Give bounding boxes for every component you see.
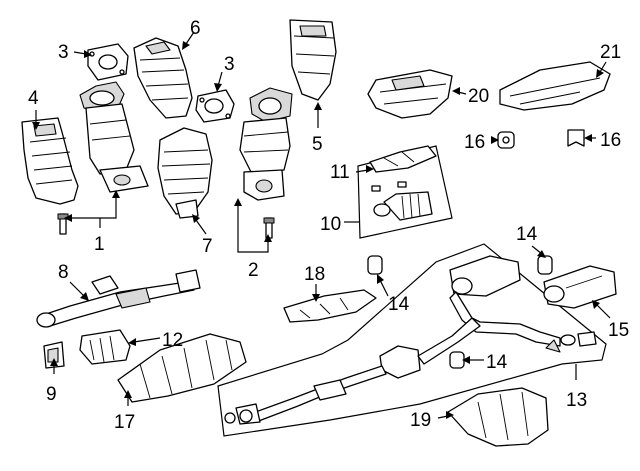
- part-14-hanger-a: [367, 255, 383, 275]
- callout-13: 13: [566, 390, 587, 411]
- part-16-hanger-right: [567, 129, 585, 147]
- part-19-rear-heat-shield: [447, 387, 549, 447]
- part-4-heat-shield: [21, 117, 79, 205]
- part-20-heat-shield: [367, 69, 453, 119]
- part-15-rear-muffler: [543, 265, 617, 309]
- part-21-heat-shield: [499, 61, 611, 111]
- part-6-upper-heat-shield: [133, 37, 193, 119]
- part-3-gasket-lower: [195, 89, 235, 123]
- callout-21: 21: [600, 42, 621, 63]
- part-13-group-frame: [217, 243, 607, 437]
- callout-17: 17: [114, 412, 135, 433]
- callout-9: 9: [46, 384, 57, 405]
- callout-4: 4: [28, 88, 39, 109]
- callout-3a: 3: [58, 42, 69, 63]
- callout-16a: 16: [464, 132, 485, 153]
- callout-2: 2: [248, 260, 259, 281]
- callout-20: 20: [468, 86, 489, 107]
- callout-6: 6: [190, 18, 201, 39]
- part-9-bracket: [43, 341, 65, 369]
- callout-labels: 1 2 3 3 4 5 6 7 8 9 10 11 12 13 14 14 14…: [28, 18, 629, 433]
- callout-15: 15: [608, 320, 629, 341]
- callout-11: 11: [330, 162, 350, 183]
- part-10-flex-pipe: [371, 181, 433, 221]
- callout-3b: 3: [224, 54, 235, 75]
- part-13-resonator-muffler: [224, 255, 597, 425]
- part-16-hanger-left: [497, 131, 515, 149]
- callout-1: 1: [94, 234, 105, 255]
- callout-12: 12: [162, 330, 183, 351]
- part-18-heat-shield: [283, 289, 377, 323]
- part-1-catalytic-converter: [79, 81, 149, 193]
- callout-19: 19: [410, 410, 431, 431]
- part-11-heat-shield: [369, 145, 437, 173]
- callout-18: 18: [304, 264, 325, 285]
- callout-14c: 14: [486, 352, 508, 373]
- part-5-heat-shield: [289, 19, 337, 101]
- callout-10: 10: [320, 214, 341, 235]
- callout-5: 5: [312, 134, 323, 155]
- stud-bolt-right: [263, 217, 275, 239]
- callout-16b: 16: [600, 130, 621, 151]
- callout-8: 8: [58, 262, 69, 283]
- part-14-hanger-b: [537, 255, 553, 275]
- part-17-floor-heat-shield: [117, 333, 247, 403]
- part-14-hanger-c: [449, 351, 465, 369]
- part-8-front-pipe: [36, 269, 201, 328]
- callout-14b: 14: [516, 224, 538, 245]
- part-12-heat-shield: [79, 329, 131, 365]
- part-2-catalytic-converter: [239, 87, 293, 201]
- part-3-gasket-upper: [87, 43, 129, 81]
- callout-14a: 14: [388, 294, 410, 315]
- callout-7: 7: [202, 236, 213, 257]
- part-7-manifold-shield: [157, 127, 213, 219]
- leader-lines: [32, 31, 611, 419]
